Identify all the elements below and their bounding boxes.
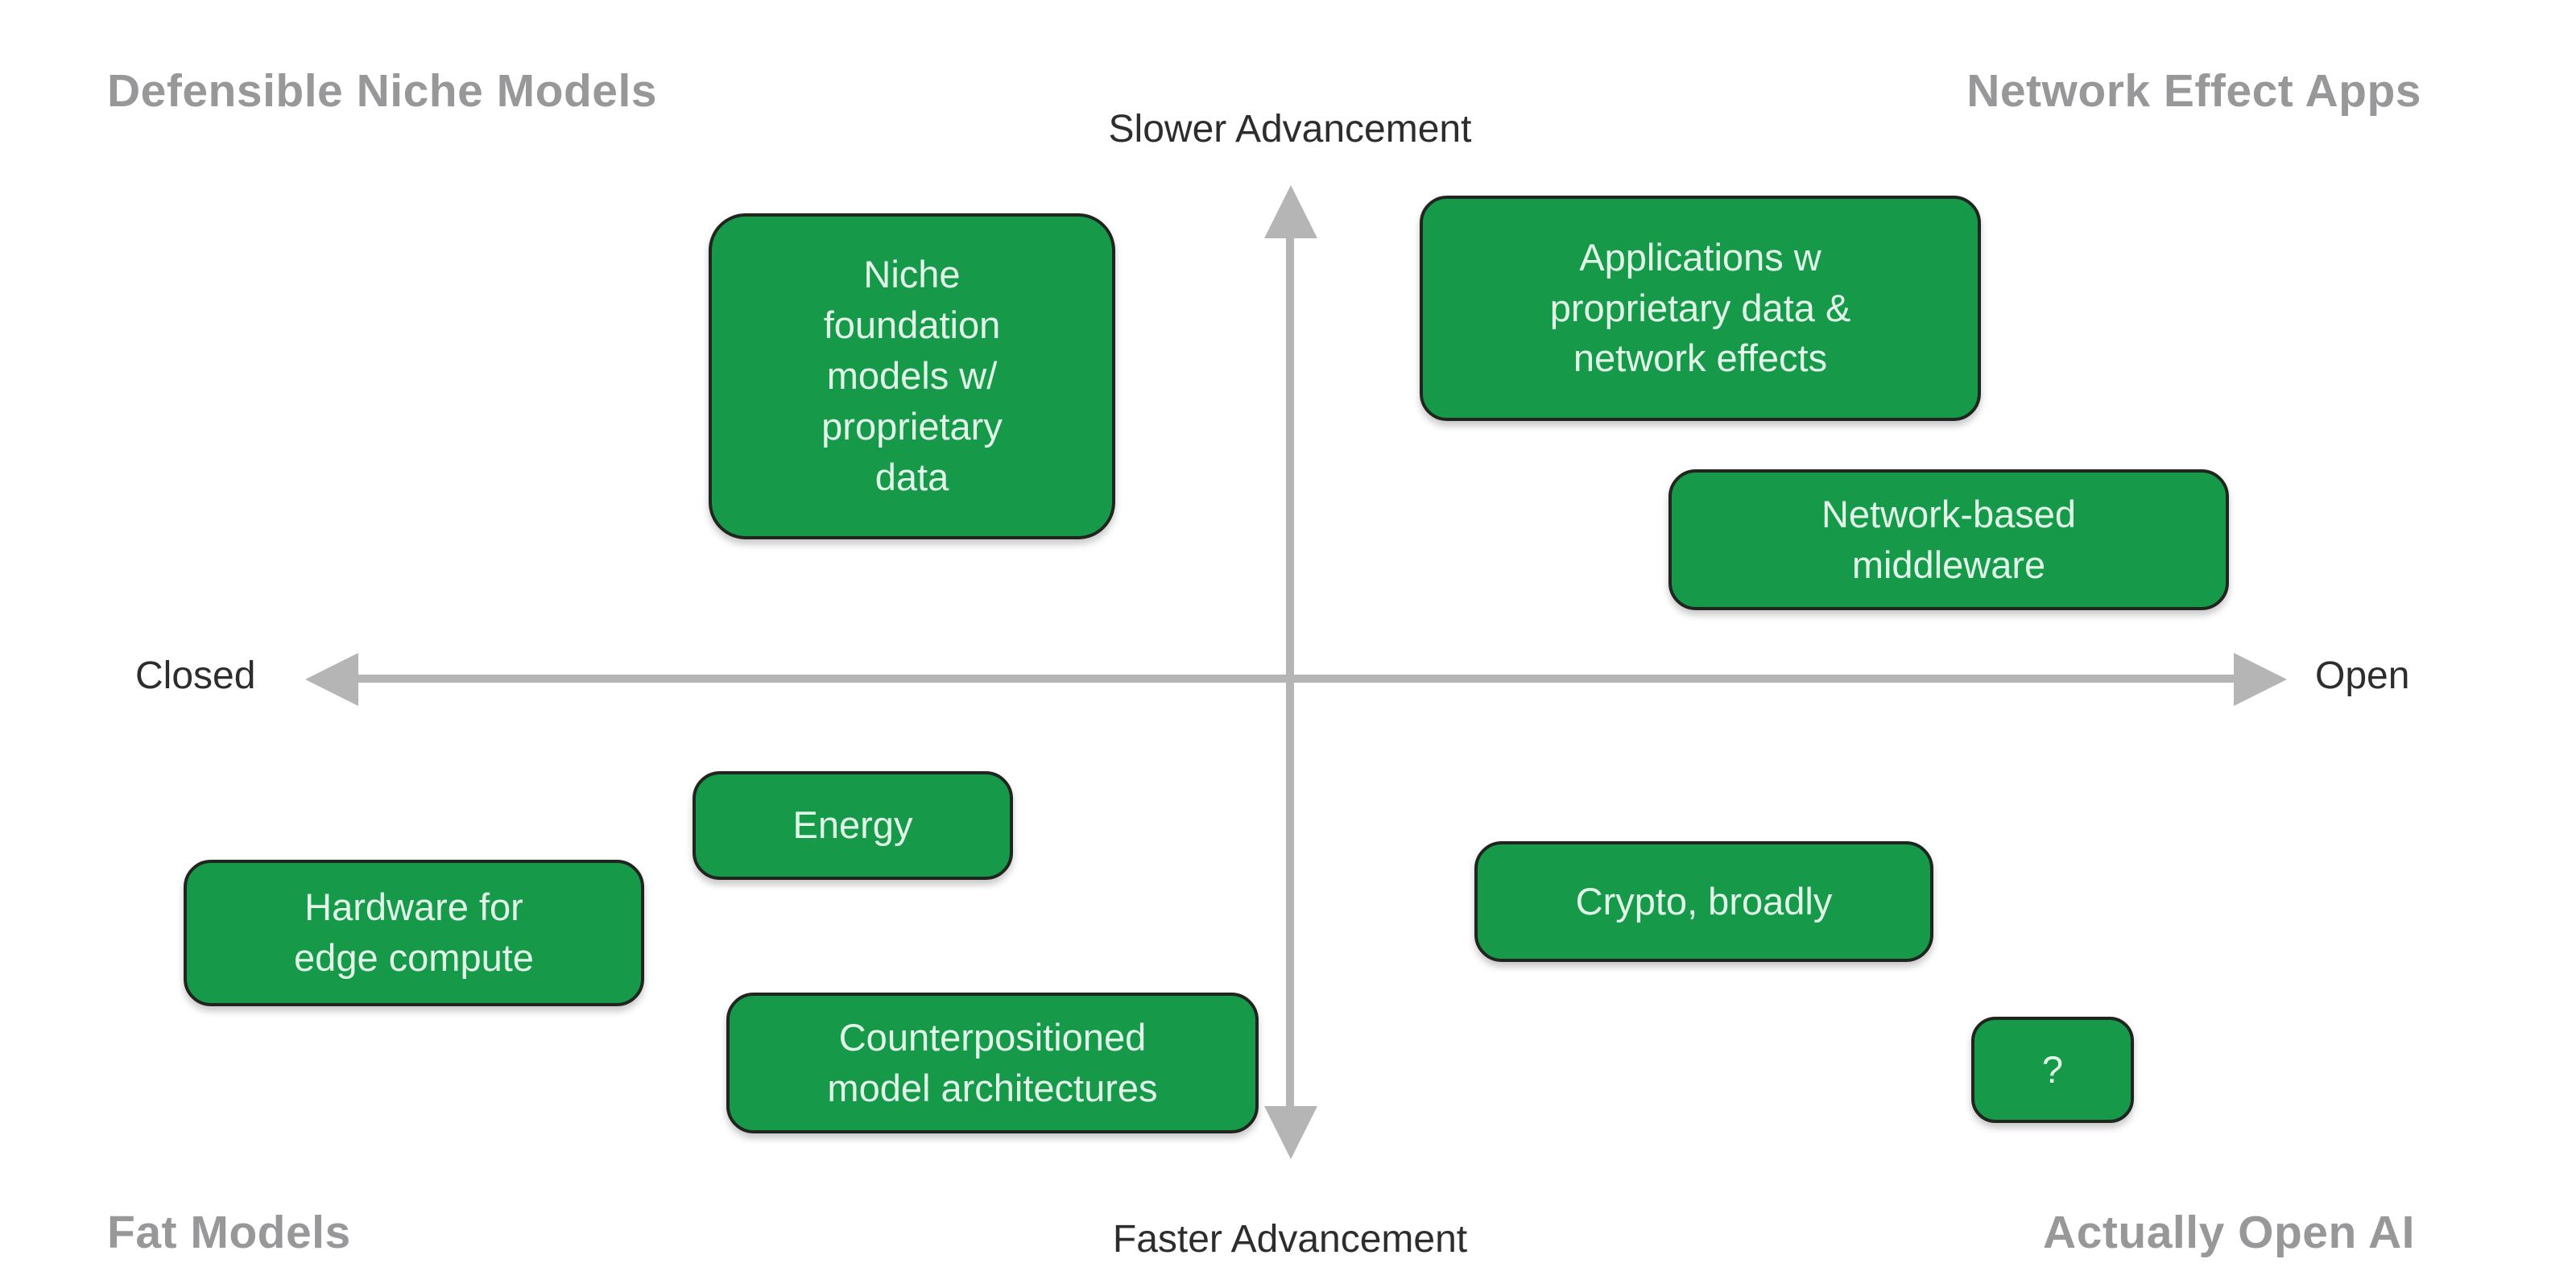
arrow-right-icon <box>2234 653 2287 706</box>
arrow-down-icon <box>1264 1106 1317 1159</box>
box-counterpositioned-architectures: Counterpositioned model architectures <box>726 993 1259 1133</box>
arrow-left-icon <box>305 653 358 706</box>
box-niche-foundation-models: Niche foundation models w/ proprietary d… <box>709 213 1115 539</box>
box-crypto-broadly: Crypto, broadly <box>1474 841 1933 962</box>
box-hardware-edge-compute: Hardware for edge compute <box>184 860 644 1006</box>
horizontal-axis-line <box>348 675 2239 683</box>
quadrant-title-top-left: Defensible Niche Models <box>107 65 658 117</box>
box-applications-proprietary-data: Applications w proprietary data & networ… <box>1420 196 1981 421</box>
quadrant-title-top-right: Network Effect Apps <box>1966 65 2421 117</box>
arrow-up-icon <box>1264 185 1317 238</box>
quadrant-title-bottom-left: Fat Models <box>107 1207 351 1258</box>
box-energy: Energy <box>693 771 1013 880</box>
vertical-axis-line <box>1286 232 1294 1111</box>
box-network-based-middleware: Network-based middleware <box>1668 469 2229 610</box>
y-axis-bottom-label: Faster Advancement <box>1112 1218 1468 1261</box>
x-axis-right-label: Open <box>2315 654 2410 697</box>
y-axis-top-label: Slower Advancement <box>1108 108 1472 151</box>
quadrant-title-bottom-right: Actually Open AI <box>2043 1207 2415 1258</box>
box-question-mark: ? <box>1971 1017 2134 1123</box>
x-axis-left-label: Closed <box>135 654 256 697</box>
